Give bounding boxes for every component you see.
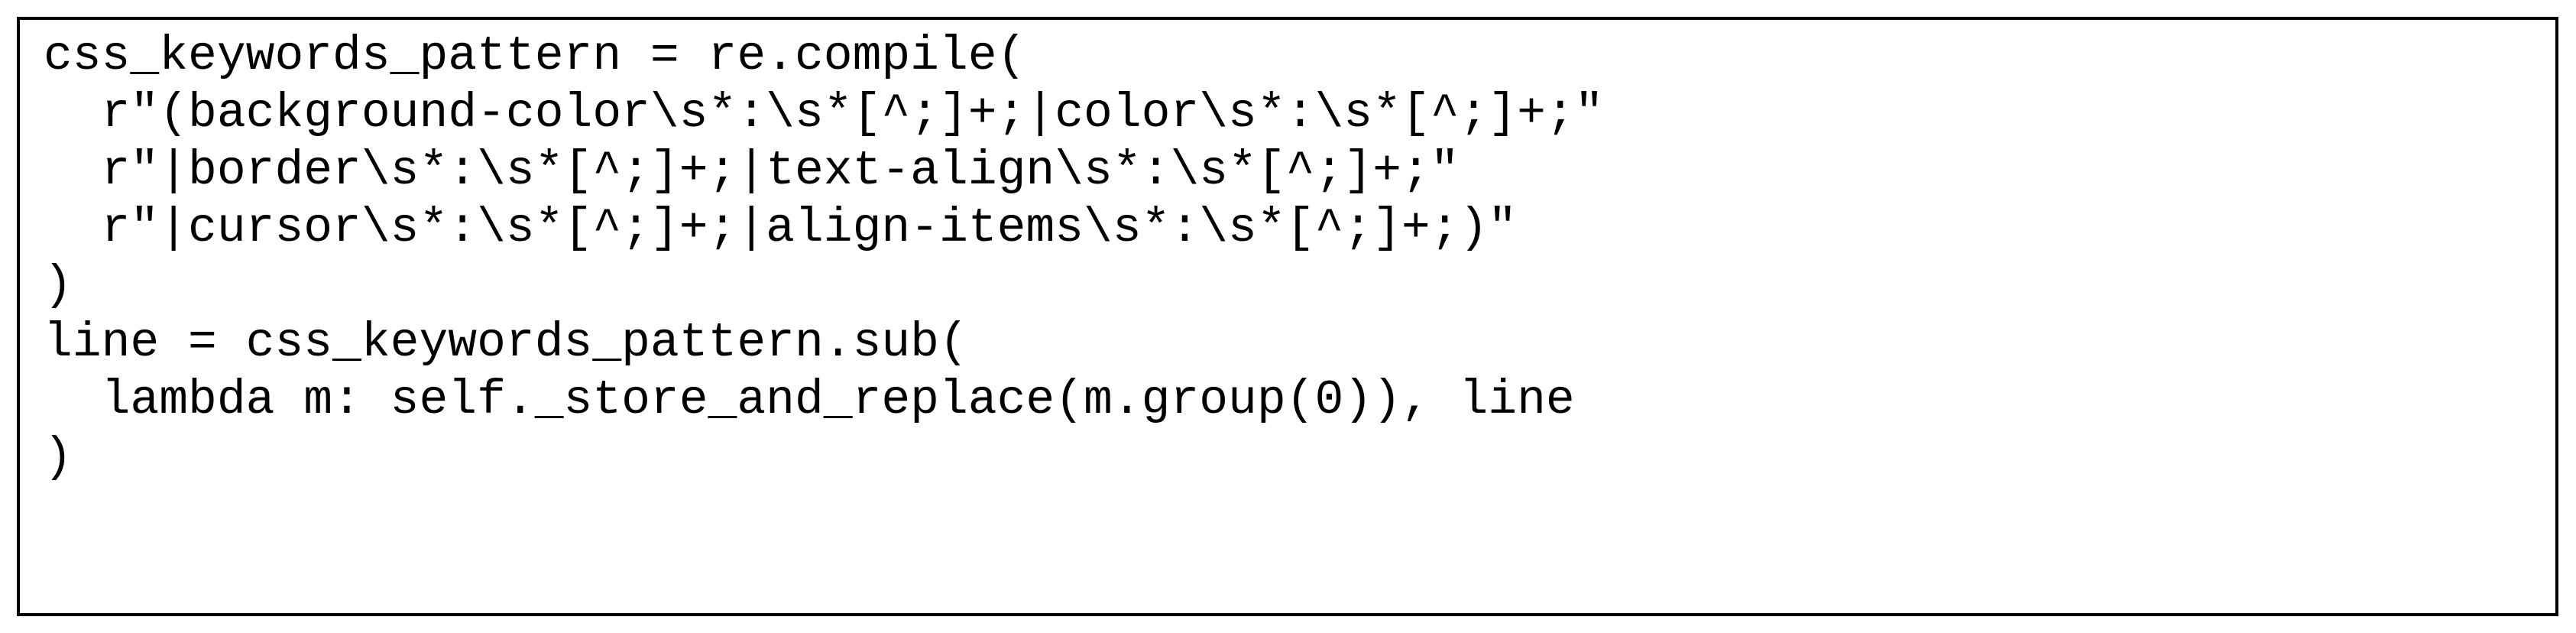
code-line-3: r"|border\s*:\s*[^;]+;|text-align\s*:\s*… <box>44 144 1460 198</box>
code-line-8: ) <box>44 430 73 485</box>
code-line-7: lambda m: self._store_and_replace(m.grou… <box>44 373 1575 427</box>
code-line-4: r"|cursor\s*:\s*[^;]+;|align-items\s*:\s… <box>44 201 1518 255</box>
code-line-1: css_keywords_pattern = re.compile( <box>44 29 1026 83</box>
code-line-6: line = css_keywords_pattern.sub( <box>44 316 968 370</box>
code-listing: css_keywords_pattern = re.compile( r"(ba… <box>44 28 1604 486</box>
code-line-5: ) <box>44 258 73 313</box>
code-line-2: r"(background-color\s*:\s*[^;]+;|color\s… <box>44 86 1604 141</box>
code-listing-frame: css_keywords_pattern = re.compile( r"(ba… <box>17 17 2558 616</box>
